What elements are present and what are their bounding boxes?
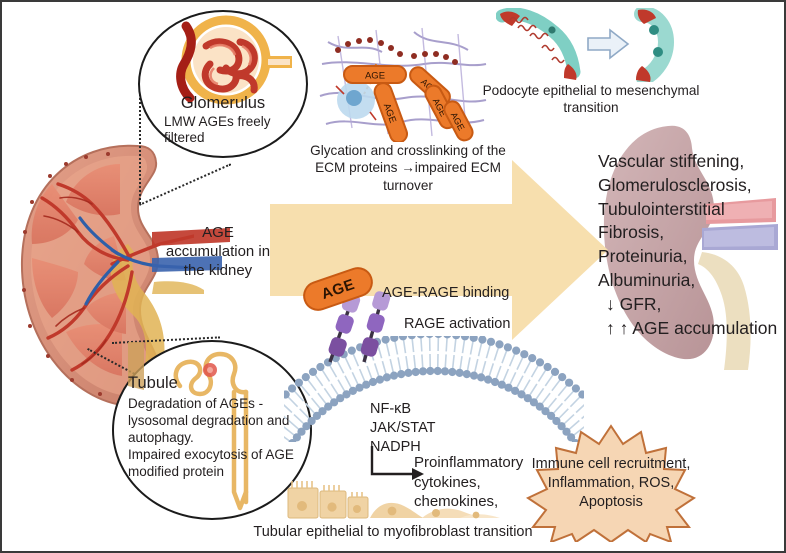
starburst-line: Apoptosis: [579, 494, 643, 510]
outcome-line: Fibrosis,: [598, 222, 665, 243]
outcome-line: ↓ GFR,: [606, 293, 662, 314]
signaling-pathways-label: NF-κB JAK/STAT NADPH: [370, 401, 436, 455]
glomerulus-title: Glomerulus: [180, 94, 266, 112]
rage-activation-label: RAGE activation: [404, 316, 511, 332]
ecm-glycation-illustration: AGE AGE AGE AGE AGE: [318, 24, 488, 144]
outcome-line: Proteinuria,: [598, 246, 688, 267]
tubule-title: Tubule: [128, 374, 178, 392]
starburst-line: Immune cell recruitment,: [531, 456, 691, 472]
glomerulus-leader-vertical: [139, 94, 141, 204]
glomerulus-body: LMW AGEs freely filtered: [164, 114, 271, 146]
starburst-line: Inflammation, ROS,: [547, 475, 675, 491]
svg-text:AGE: AGE: [365, 71, 385, 82]
outcome-line: Glomerulosclerosis,: [598, 174, 752, 195]
podocyte-emt-label: Podocyte epithelial to mesenchymal trans…: [482, 83, 700, 116]
tubule-body: Degradation of AGEs - lysosomal degradat…: [128, 396, 294, 479]
tubular-emt-label: Tubular epithelial to myofibroblast tran…: [253, 524, 533, 540]
kidney-accumulation-label: AGE accumulation in the kidney: [165, 224, 271, 279]
renal-vessels-stub: [152, 224, 242, 294]
outcome-line: ↑ ↑ AGE accumulation: [606, 317, 778, 338]
signaling-to-cytokines-arrow: [368, 446, 438, 488]
outcome-line: Albuminuria,: [598, 269, 696, 290]
outcome-line: Vascular stiffening,: [598, 151, 745, 171]
outcome-line: Tubulointerstitial: [598, 198, 725, 219]
plasma-membrane-bilayer: [258, 329, 610, 448]
glomerulus-callout-circle: Glomerulus LMW AGEs freely filtered: [138, 10, 308, 158]
outcome-starburst: Immune cell recruitment, Inflammation, R…: [506, 424, 716, 544]
ecm-glycation-label: Glycation and crosslinking of the ECM pr…: [310, 143, 506, 193]
tubular-emt-illustration: [284, 478, 504, 520]
tubule-callout-circle: Tubule Degradation of AGEs - lysosomal d…: [112, 340, 312, 520]
age-rage-complex: AGE: [299, 263, 428, 374]
outcome-kidney-illustration: [598, 120, 782, 370]
outcomes-list: Vascular stiffening, Glomerulosclerosis,…: [598, 150, 784, 340]
podocyte-emt-illustration: [495, 6, 686, 86]
proinflammatory-label: Proinflammatory cytokines, chemokines,: [414, 454, 524, 510]
age-rage-binding-label: AGE-RAGE binding: [382, 285, 510, 301]
